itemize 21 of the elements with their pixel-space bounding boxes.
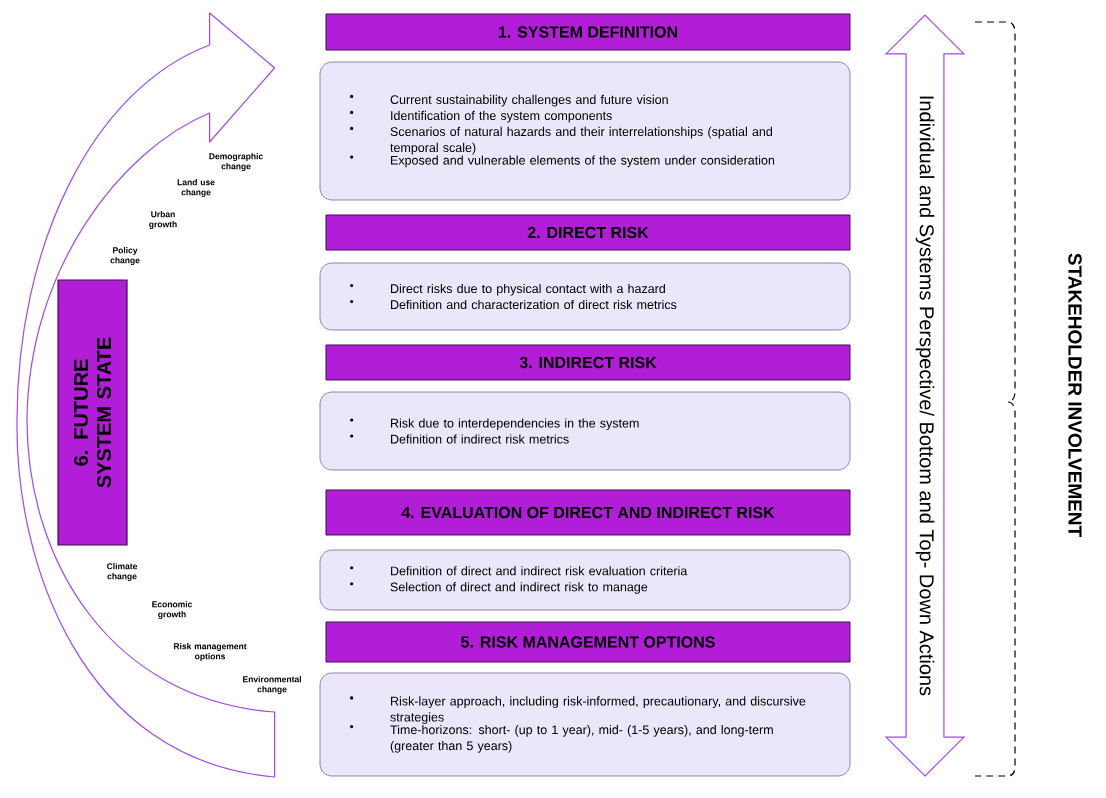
bullet-list-box: Risk due to interdependencies in the system Definition of indirect risk metrics xyxy=(319,391,851,471)
bullet-list-box: Direct risks due to physical contact with a hazard Definition and characterization of direct risk metrics xyxy=(319,262,851,331)
driver-label: Policy change xyxy=(110,247,140,265)
state-box: 6. FUTURE SYSTEM STATE xyxy=(57,279,128,546)
step-header: 5. RISK MANAGEMENT OPTIONS xyxy=(325,621,851,663)
step-header: 2. DIRECT RISK xyxy=(325,214,851,251)
driver-label: Climate change xyxy=(107,563,138,581)
side-label: STAKEHOLDER INVOLVEMENT xyxy=(1068,253,1082,537)
driver-label: Urban growth xyxy=(149,211,177,229)
step-header: 1. SYSTEM DEFINITION xyxy=(325,13,851,51)
step-header: 3. INDIRECT RISK xyxy=(325,344,851,381)
driver-label: Economic growth xyxy=(152,601,193,619)
bullet-list-box: Definition of direct and indirect risk evaluation criteria Selection of direct and indirect risk to manage xyxy=(319,549,851,611)
step-header: 4. EVALUATION OF DIRECT AND INDIRECT RISK xyxy=(325,489,851,536)
driver-label: Land use change xyxy=(177,179,215,197)
driver-label: Risk management options xyxy=(173,643,247,661)
driver-label: Environmental change xyxy=(243,676,301,694)
bullet-list-box: Current sustainability challenges and future vision Identification of the system components Scenarios of natural hazards and their interrelationships (spatial and temporal scale) Exposed and vulnerable elements of the system under consideration xyxy=(319,61,851,201)
curved-arrow xyxy=(16,12,276,778)
bullet-list-box: Risk-layer approach, including risk-informed, precautionary, and discursive strategies Time-horizons: short- (up to 1 year), mid- (1-5 years), and long-term (greater than 5 years) xyxy=(319,672,851,777)
driver-label: Demographic change xyxy=(209,153,263,171)
